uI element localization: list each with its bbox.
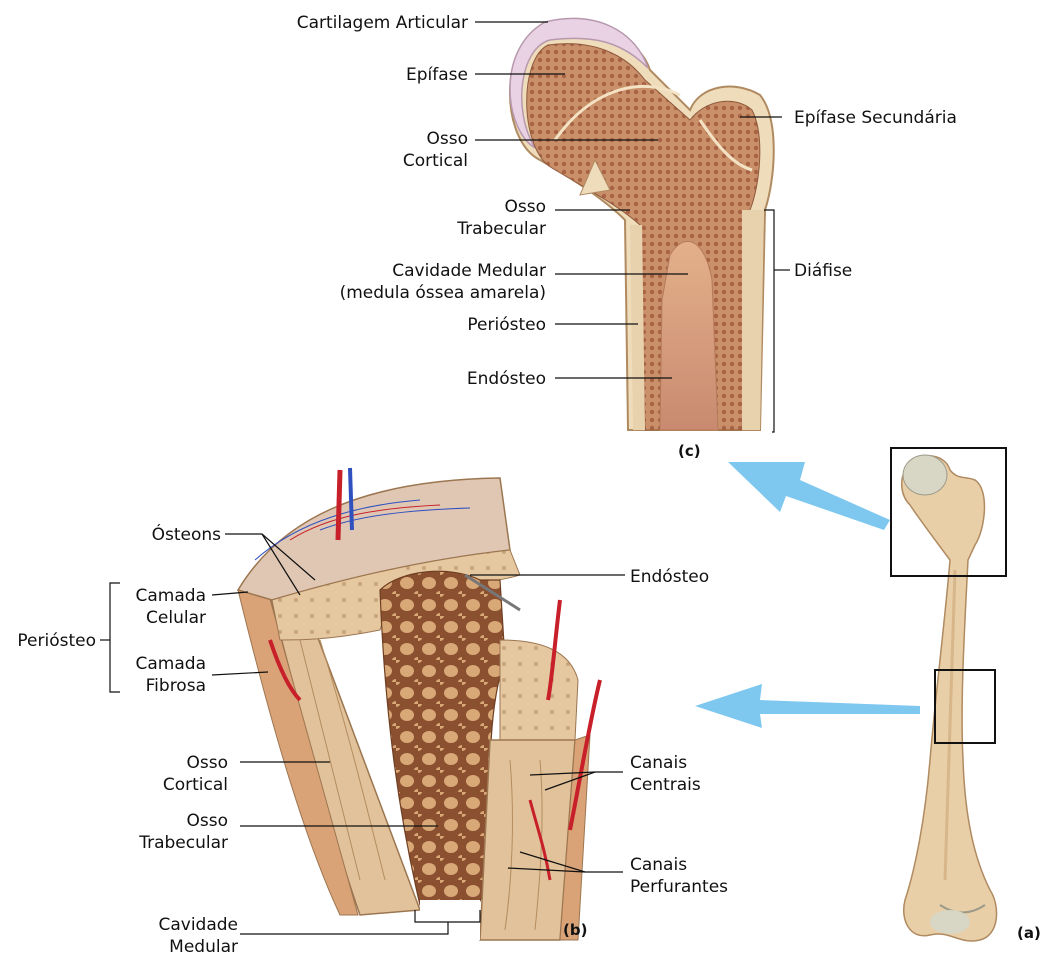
label-endosteum-b: Endósteo (630, 567, 709, 587)
label-cortical-c-2: Cortical (403, 151, 468, 171)
label-endosteum-c: Endósteo (467, 369, 546, 389)
label-secondary-epiphysis: Epífase Secundária (794, 108, 957, 128)
bone-block (238, 468, 600, 940)
label-trabecular-b-2: Trabecular (138, 833, 228, 853)
label-cartilage: Cartilagem Articular (297, 13, 468, 33)
label-fibrous-1: Camada (136, 654, 206, 674)
label-periosteum-c: Periósteo (467, 315, 546, 335)
medullary-cavity-c (660, 241, 718, 430)
label-cortical-b-2: Cortical (163, 775, 228, 795)
panel-label-a: (a) (1017, 924, 1041, 942)
label-cellular-1: Camada (136, 586, 206, 606)
femur-whole (902, 455, 997, 941)
arrow-to-c (728, 462, 890, 530)
label-medullary-b-1: Cavidade (158, 915, 238, 935)
label-diaphysis: Diáfise (794, 261, 852, 281)
label-perforating-1: Canais (630, 855, 687, 875)
label-perforating-2: Perfurantes (630, 877, 728, 897)
label-trabecular-b-1: Osso (187, 811, 229, 831)
label-cortical-c-1: Osso (427, 129, 469, 149)
femur-head-section (510, 19, 774, 430)
label-central-1: Canais (630, 753, 687, 773)
label-central-2: Centrais (630, 775, 701, 795)
label-medullary-c-1: Cavidade Medular (392, 261, 546, 281)
label-cortical-b-1: Osso (187, 753, 229, 773)
label-trabecular-c-2: Trabecular (456, 219, 546, 239)
label-medullary-c-2: (medula óssea amarela) (340, 283, 546, 303)
label-epiphysis: Epífase (406, 65, 468, 85)
panel-label-b: (b) (563, 921, 587, 939)
panel-label-c: (c) (678, 442, 701, 460)
arrow-to-b (695, 684, 920, 728)
label-trabecular-c-1: Osso (505, 197, 547, 217)
label-cellular-2: Celular (146, 608, 206, 628)
pointer-arrows (695, 462, 920, 728)
label-osteons: Ósteons (152, 523, 222, 545)
label-periosteum-b: Periósteo (17, 631, 96, 651)
label-medullary-b-2: Medular (169, 937, 238, 957)
label-fibrous-2: Fibrosa (146, 676, 206, 696)
